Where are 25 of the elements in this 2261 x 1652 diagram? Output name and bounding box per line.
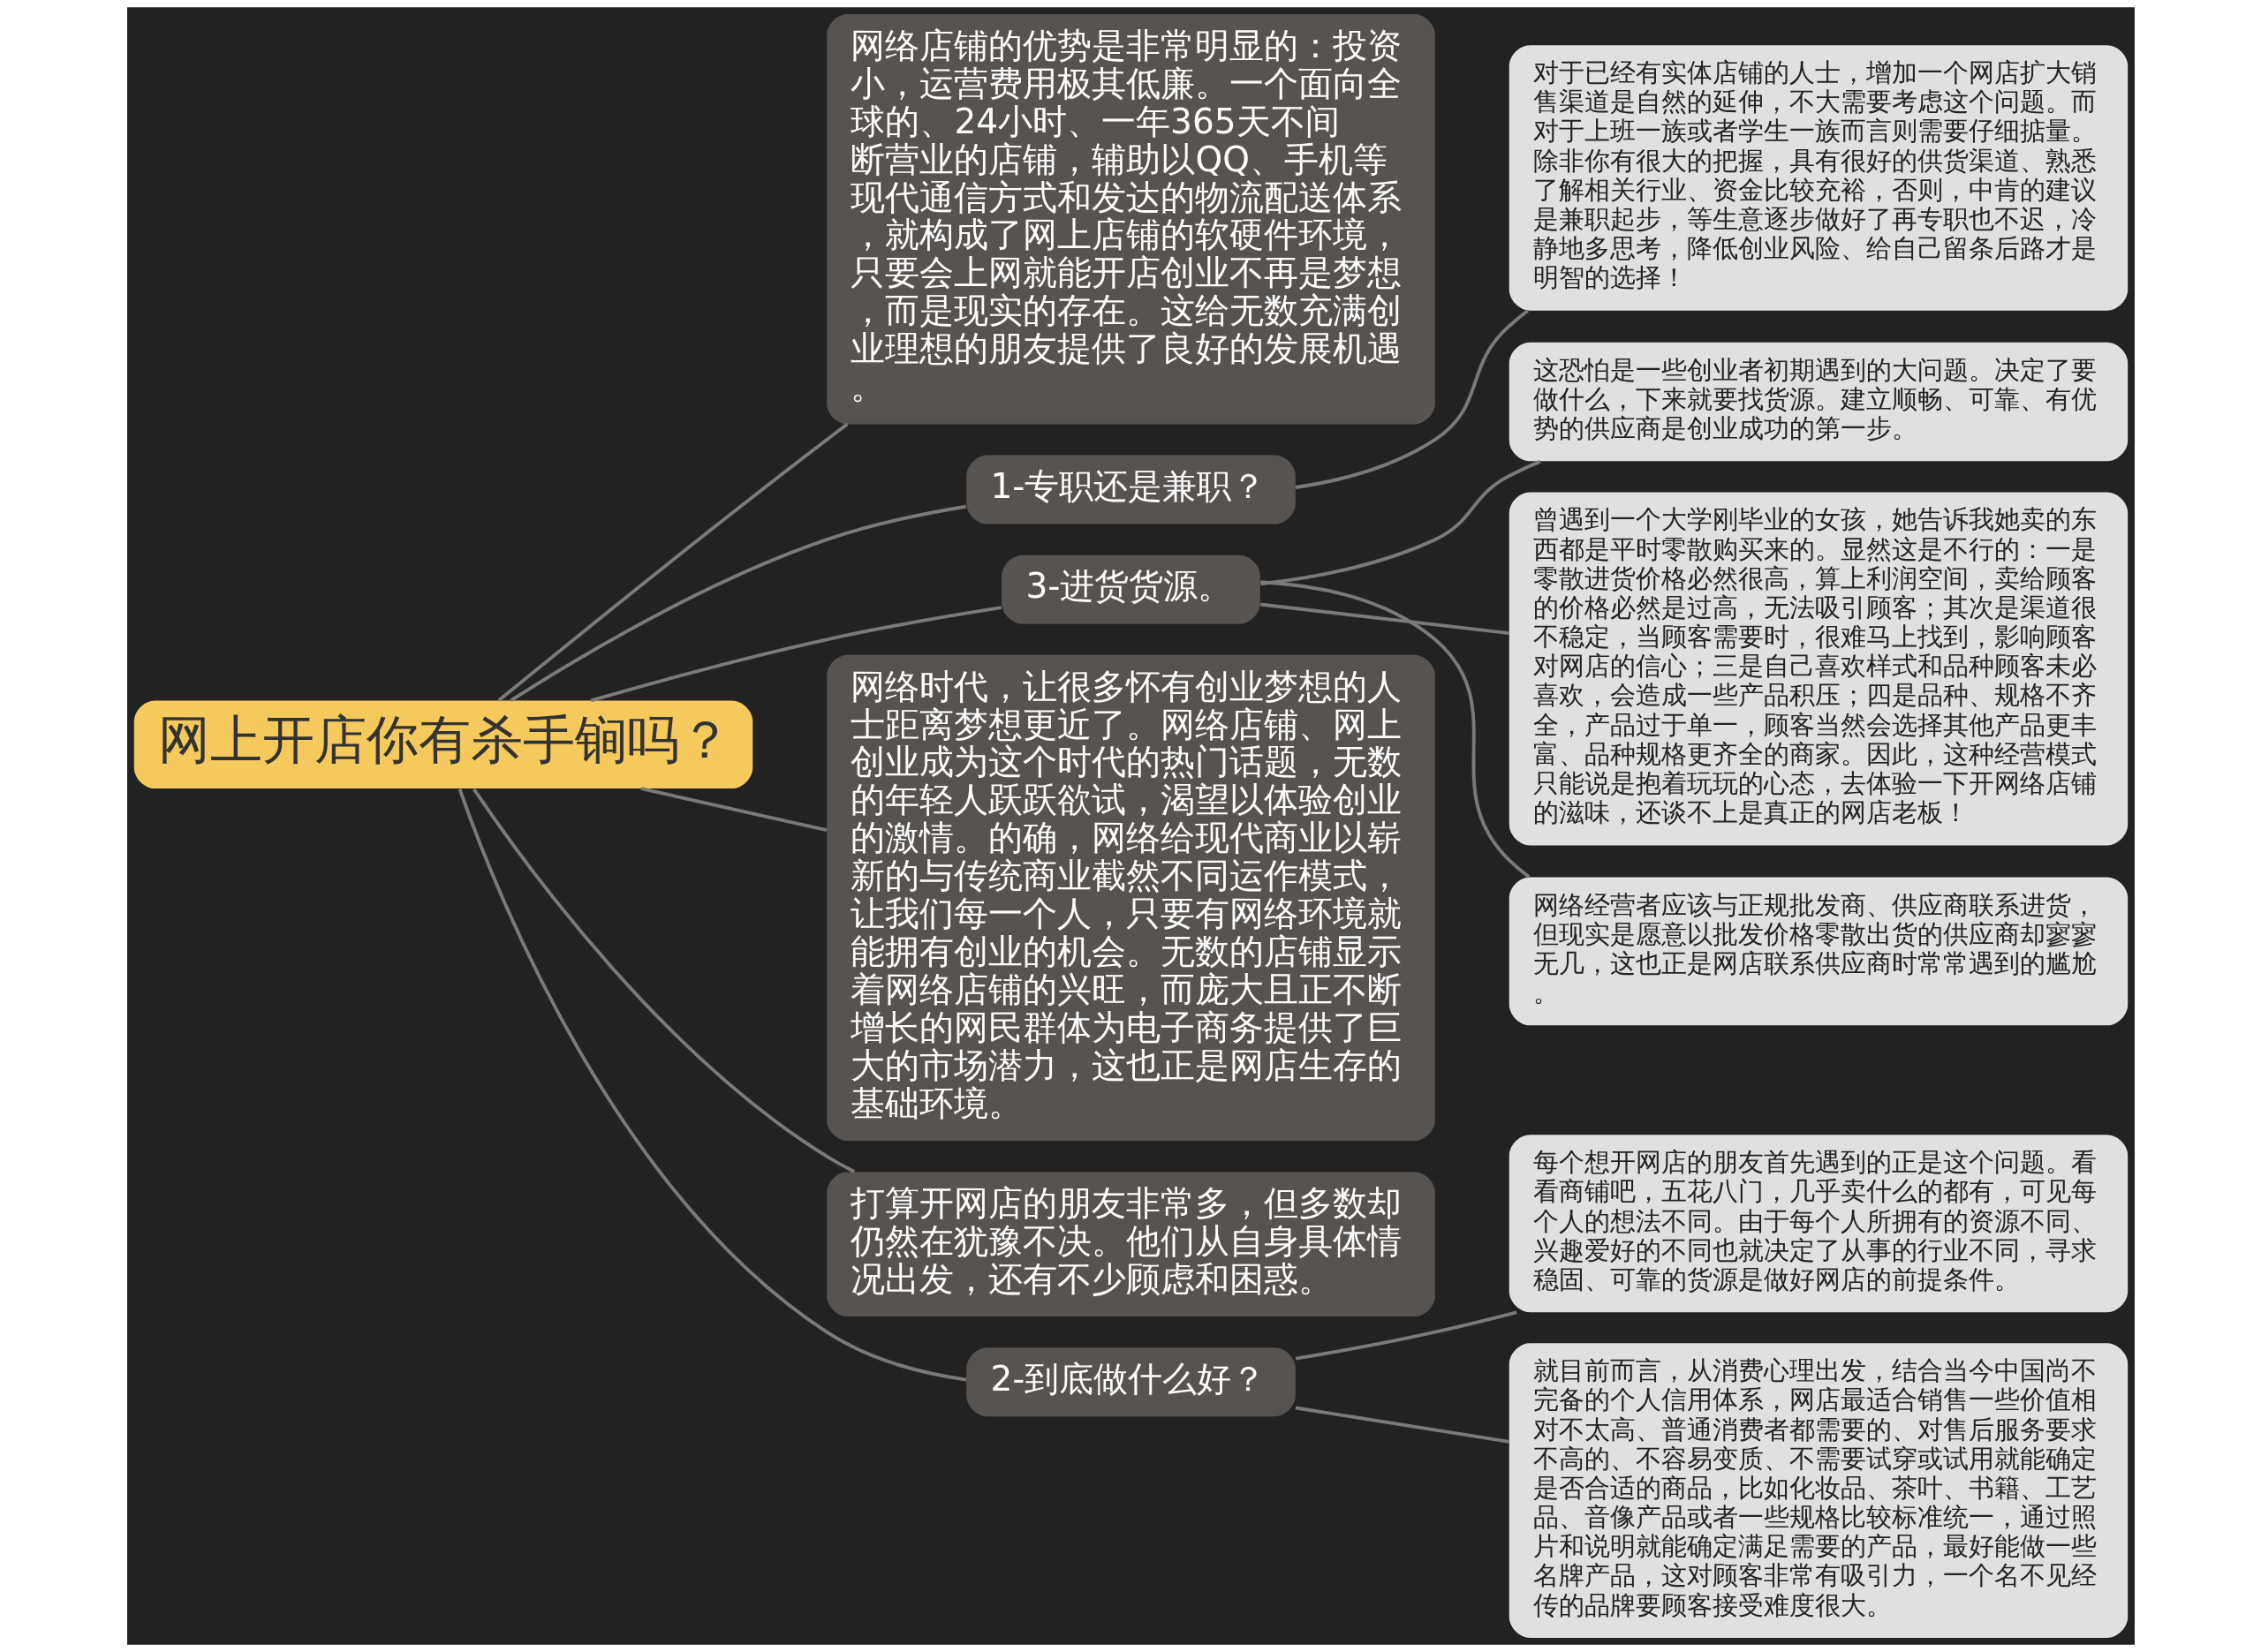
connector <box>1259 602 1509 636</box>
node-box: 网络时代，让很多怀有创业梦想的人士距离梦想更近了。网络店铺、网上创业成为这个时代的热门话题，无数的年轻人跃跃欲试，渴望以体验创业的激情。的确，网络给现代商业以崭新的与传统商业截然不同运作模式，让我们每一个人，只要有网络环境就能拥有创业的机会。无数的店铺显示着网络店铺的兴旺，而庞大且正不断增长的网民群体为电子商务提供了巨大的市场潜力，这也正是网店生存的基础环境。 <box>826 654 1435 1142</box>
node-box: 打算开网店的朋友非常多，但多数却仍然在犹豫不决。他们从自身具体情况出发，还有不少顾虑和困惑。 <box>826 1172 1435 1317</box>
node-box: 3-进货货源。 <box>1001 554 1260 624</box>
connector <box>457 788 966 1382</box>
node-box: 曾遇到一个大学刚毕业的女孩，她告诉我她卖的东西都是平时零散购买来的。显然这是不行的：一是零散进货价格必然很高，算上利润空间，卖给顾客的价格必然是过高，无法吸引顾客；其次是渠道很不稳定，当顾客需要时，很难马上找到，影响顾客对网店的信心；三是自己喜欢样式和品种顾客未必喜欢，会造成一些产品积压；四是品种、规格不齐全，产品过于单一，顾客当然会选择其他产品更丰富、品种规格更齐全的商家。因此，这种经营模式只能说是抱着玩玩的心态，去体验一下开网络店铺的滋味，还谈不上是真正的网店老板！ <box>1509 492 2128 846</box>
node-box: 每个想开网店的朋友首先遇到的正是这个问题。看看商铺吧，五花八门，几乎卖什么的都有，可见每个人的想法不同。由于每个人所拥有的资源不同、兴趣爱好的不同也就决定了从事的行业不同，寻求稳固、可靠的货源是做好网店的前提条件。 <box>1509 1135 2128 1313</box>
node-box: 1-专职还是兼职？ <box>965 455 1296 524</box>
connector <box>1259 580 1530 879</box>
node-box: 就目前而言，从消费心理出发，结合当今中国尚不完备的个人信用体系，网店最适合销售一些价值相对不太高、普通消费者都需要的、对售后服务要求不高的、不容易变质、不需要试穿或试用就能确定是否合适的商品，比如化妆品、茶叶、书籍、工艺品、音像产品或者一些规格比较标准统一，通过照片和说明就能确定满足需要的产品，最好能做一些名牌产品，这对顾客非常有吸引力，一个名不见经传的品牌要顾客接受难度很大。 <box>1509 1343 2128 1638</box>
node-box: 2-到底做什么好？ <box>965 1347 1296 1417</box>
connector <box>472 788 855 1173</box>
connector <box>1295 1406 1509 1444</box>
connector <box>510 504 966 702</box>
node-box: 这恐怕是一些创业者初期遇到的大问题。决定了要做什么，下来就要找货源。建立顺畅、可靠、有优势的供应商是创业成功的第一步。 <box>1509 342 2128 462</box>
connector <box>590 606 1002 703</box>
connector <box>1295 309 1529 489</box>
connector <box>1295 1310 1517 1361</box>
node-box: 网络店铺的优势是非常明显的：投资小，运营费用极其低廉。一个面向全球的、24小时、一年365天不间断营业的店铺，辅助以QQ、手机等现代通信方式和发达的物流配送体系，就构成了网上店铺的软硬件环境，只要会上网就能开店创业不再是梦想，而是现实的存在。这给无数充满创业理想的朋友提供了良好的发展机遇。 <box>826 14 1435 425</box>
connector <box>1259 459 1541 586</box>
node-box: 网络经营者应该与正规批发商、供应商联系进货，但现实是愿意以批发价格零散出货的供应商却寥寥无几，这也正是网店联系供应商时常常遇到的尴尬。 <box>1509 877 2128 1026</box>
node-box: 对于已经有实体店铺的人士，增加一个网店扩大销售渠道是自然的延伸，不大需要考虑这个问题。而对于上班一族或者学生一族而言则需要仔细掂量。除非你有很大的把握，具有很好的供货渠道、熟悉了解相关行业、资金比较充裕，否则，中肯的建议是兼职起步，等生意逐步做好了再专职也不迟，冷静地多思考，降低创业风险、给自己留条后路才是明智的选择！ <box>1509 45 2128 311</box>
node-box: 网上开店你有杀手锏吗？ <box>133 700 752 789</box>
connector <box>640 787 827 833</box>
connector <box>497 422 848 702</box>
